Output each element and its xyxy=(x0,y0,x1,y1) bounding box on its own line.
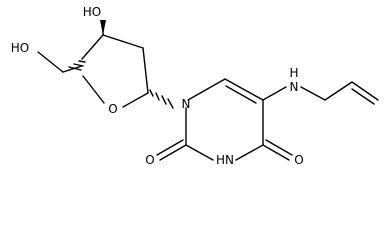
label-h-amine: H xyxy=(289,66,298,80)
bond-c4-n3 xyxy=(235,144,264,161)
bond-c2s-c1s xyxy=(142,47,149,94)
label-nh3: HN xyxy=(216,153,234,167)
bond-oring-c4s xyxy=(82,75,105,104)
bond-c1s-oring xyxy=(122,92,149,108)
bond-c4-ch2 xyxy=(62,65,83,73)
bond-c3-c2s xyxy=(102,34,144,49)
label-o-ring: O xyxy=(108,102,117,116)
bond-n1-c6 xyxy=(187,78,226,101)
bond-c2-o-2 xyxy=(156,139,184,156)
label-o-c2: O xyxy=(145,153,154,167)
bond-n-ch2 xyxy=(300,86,326,101)
label-n-amine: N xyxy=(290,80,299,94)
bond-ch-ch2 xyxy=(351,81,379,101)
bond-c6-c5-inner xyxy=(225,85,257,104)
bond-c3-c4s xyxy=(81,34,104,60)
sugar-ring xyxy=(81,34,149,108)
label-o-c4: O xyxy=(294,153,303,167)
molecule-svg: HO HO O N N H O HN O xyxy=(11,5,379,167)
bond-c4-o-2 xyxy=(265,139,293,156)
structure-canvas: HO HO O N N H O HN O xyxy=(11,5,379,167)
bond-c2-o xyxy=(159,144,187,161)
bond-n3-c2 xyxy=(185,144,214,161)
bond-c5-n xyxy=(262,86,287,101)
bond-ch2-ch xyxy=(324,81,353,101)
bond-c4-o xyxy=(262,144,290,161)
label-ho-top: HO xyxy=(83,5,101,19)
pyrimidine-ring xyxy=(185,78,264,161)
bond-ch2-oh xyxy=(37,51,64,73)
bond-ch-ch2-2 xyxy=(351,88,375,105)
label-ho-left: HO xyxy=(11,41,29,55)
bond-c6-c5 xyxy=(224,78,264,101)
hash-c1-n1 xyxy=(149,89,174,109)
label-n1: N xyxy=(182,97,191,111)
